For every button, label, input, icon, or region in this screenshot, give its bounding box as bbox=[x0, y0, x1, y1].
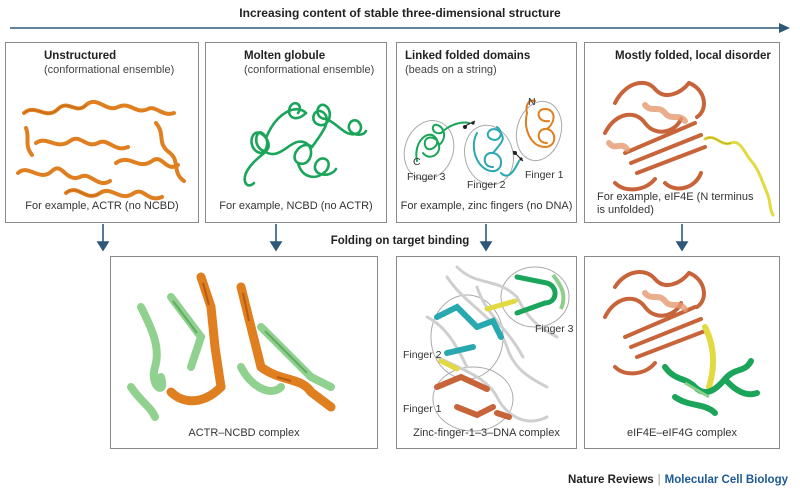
journal-credit: Nature Reviews|Molecular Cell Biology bbox=[568, 474, 788, 486]
label-finger-1: Finger 1 bbox=[403, 403, 442, 415]
eif4e-eif4g-complex-illustration bbox=[603, 270, 760, 416]
panel-caption: ACTR–NCBD complex bbox=[188, 427, 300, 439]
panel-title: Molten globule bbox=[244, 50, 326, 62]
label-finger-2: Finger 2 bbox=[467, 179, 506, 191]
eif4e-illustration bbox=[603, 80, 775, 217]
label-finger-1: Finger 1 bbox=[525, 169, 564, 181]
panel-subtitle: (beads on a string) bbox=[405, 64, 497, 76]
actr-unstructured-illustration bbox=[16, 99, 186, 201]
panel-linked-folded-domains: Linked folded domains (beads on a string… bbox=[396, 42, 577, 223]
panel-subtitle: (conformational ensemble) bbox=[244, 64, 375, 76]
credit-separator: | bbox=[657, 474, 661, 486]
panel-title: Linked folded domains bbox=[405, 50, 531, 62]
zinc-fingers-illustration bbox=[403, 99, 563, 186]
panel-title: Unstructured bbox=[44, 50, 117, 62]
panel-molten-globule: Molten globule (conformational ensemble)… bbox=[205, 42, 387, 223]
progression-title: Increasing content of stable three-dimen… bbox=[239, 6, 561, 20]
panel-caption: For example, zinc fingers (no DNA) bbox=[400, 200, 573, 212]
journal-section: Molecular Cell Biology bbox=[664, 474, 788, 486]
panel-actr-ncbd-complex: ACTR–NCBD complex bbox=[110, 256, 378, 449]
label-finger-3: Finger 3 bbox=[407, 171, 446, 183]
journal-name: Nature Reviews bbox=[568, 474, 654, 486]
panel-title: Mostly folded, local disorder bbox=[615, 50, 771, 62]
top-progression-arrow bbox=[10, 23, 790, 33]
panel-mostly-folded: Mostly folded, local disorder For exampl… bbox=[584, 42, 780, 223]
folding-on-binding-label: Folding on target binding bbox=[330, 235, 470, 247]
label-finger-3: Finger 3 bbox=[535, 323, 574, 335]
panel-subtitle: (conformational ensemble) bbox=[44, 64, 175, 76]
label-c-terminus: C bbox=[413, 156, 421, 168]
panel-caption: Zinc-finger-1–3–DNA complex bbox=[413, 427, 560, 439]
zinc-finger-dna-complex-illustration bbox=[425, 265, 570, 432]
panel-caption: For example, ACTR (no NCBD) bbox=[25, 200, 179, 212]
panel-unstructured: Unstructured (conformational ensemble) F… bbox=[5, 42, 199, 223]
ncbd-molten-globule-illustration bbox=[243, 101, 368, 187]
panel-zinc-finger-dna-complex: Finger 3 Finger 2 Finger 1 Zinc-finger-1… bbox=[396, 256, 577, 449]
label-n-terminus: N bbox=[528, 96, 536, 108]
panel-caption-line-2: is unfolded) bbox=[597, 204, 654, 216]
panel-eif4e-eif4g-complex: eIF4E–eIF4G complex bbox=[584, 256, 780, 449]
panel-caption: For example, NCBD (no ACTR) bbox=[219, 200, 373, 212]
label-finger-2: Finger 2 bbox=[403, 349, 442, 361]
panel-caption: eIF4E–eIF4G complex bbox=[626, 427, 738, 439]
panel-caption-line-1: For example, eIF4E (N terminus bbox=[597, 191, 754, 203]
actr-ncbd-complex-illustration bbox=[127, 272, 336, 421]
